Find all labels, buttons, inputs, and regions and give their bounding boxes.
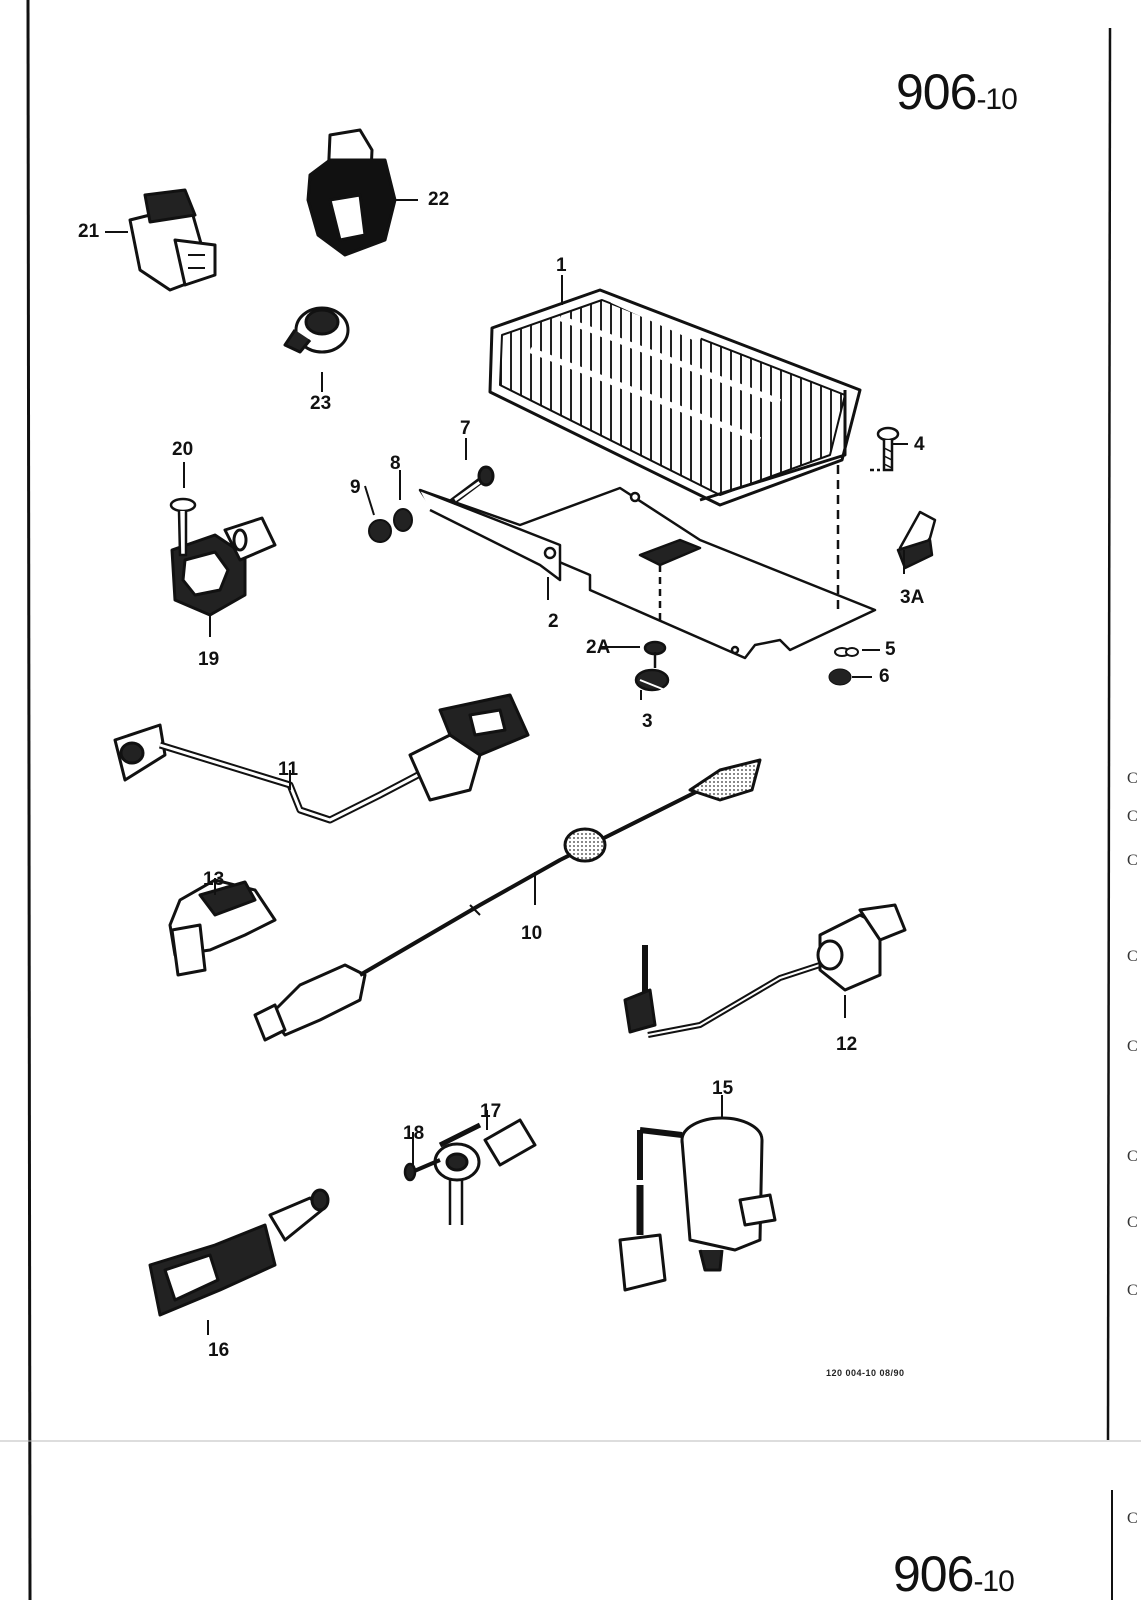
callout-19: 19 bbox=[198, 649, 220, 670]
margin-mark: C bbox=[1127, 852, 1138, 869]
callout-11: 11 bbox=[278, 759, 299, 780]
bolt-part-7 bbox=[449, 465, 495, 505]
callout-16: 16 bbox=[208, 1340, 230, 1361]
screw-part-20 bbox=[169, 497, 197, 557]
margin-mark: C bbox=[1127, 808, 1138, 825]
callout-13: 13 bbox=[203, 869, 225, 890]
callout-5: 5 bbox=[885, 639, 896, 660]
callout-3: 3 bbox=[642, 711, 653, 732]
callout-23: 23 bbox=[310, 393, 332, 414]
throttle-sensor-part-19 bbox=[170, 516, 277, 617]
margin-mark: C bbox=[1127, 1214, 1138, 1231]
callout-20: 20 bbox=[172, 439, 194, 460]
callout-4: 4 bbox=[914, 434, 925, 455]
callout-10: 10 bbox=[521, 923, 543, 944]
margin-mark: C bbox=[1127, 1282, 1138, 1299]
grommet-part-3 bbox=[634, 640, 670, 692]
valve-part-15 bbox=[618, 1116, 777, 1292]
callout-leader-lines bbox=[105, 199, 908, 1335]
page-number-suffix: -10 bbox=[976, 83, 1017, 116]
callout-21: 21 bbox=[78, 221, 100, 242]
callout-3a: 3A bbox=[900, 587, 925, 608]
connector-part-13 bbox=[168, 878, 277, 977]
callout-6: 6 bbox=[879, 666, 890, 687]
callout-15: 15 bbox=[712, 1078, 734, 1099]
washer-part-5 bbox=[834, 647, 859, 657]
nut-part-9 bbox=[368, 519, 392, 543]
switch-part-16 bbox=[148, 1188, 330, 1317]
page-number: 906-10 bbox=[896, 63, 1018, 121]
callout-2: 2 bbox=[548, 611, 559, 632]
sensor-part-22 bbox=[306, 128, 397, 257]
margin-mark: C bbox=[1127, 948, 1138, 965]
screw-part-18 bbox=[403, 1158, 441, 1182]
page-number-bottom: 906-10 bbox=[893, 1545, 1015, 1603]
nut-part-6 bbox=[828, 668, 852, 686]
callout-1: 1 bbox=[556, 255, 567, 276]
page-number-main: 906 bbox=[896, 64, 977, 120]
pressure-switch-part-23 bbox=[283, 306, 350, 354]
clip-part-3a bbox=[896, 510, 937, 570]
margin-mark: C bbox=[1127, 770, 1138, 787]
connector-part-21 bbox=[128, 188, 217, 292]
callout-17: 17 bbox=[480, 1101, 502, 1122]
callout-22: 22 bbox=[428, 189, 450, 210]
page-number-bottom-main: 906 bbox=[893, 1546, 974, 1602]
callout-2a: 2A bbox=[586, 637, 611, 658]
mounting-bracket-part-2 bbox=[418, 486, 877, 660]
oxygen-sensor-part-10 bbox=[253, 758, 762, 1042]
callout-9: 9 bbox=[350, 477, 361, 498]
sensor-cable-part-11 bbox=[113, 693, 530, 824]
callout-8: 8 bbox=[390, 453, 401, 474]
callout-18: 18 bbox=[403, 1123, 425, 1144]
callout-12: 12 bbox=[836, 1034, 858, 1055]
screw-part-4 bbox=[870, 426, 900, 472]
drawing-reference-code: 120 004-10 08/90 bbox=[826, 1368, 905, 1378]
page-number-bottom-suffix: -10 bbox=[973, 1565, 1014, 1598]
margin-mark: C bbox=[1127, 1148, 1138, 1165]
margin-mark: C bbox=[1127, 1038, 1138, 1055]
control-unit-part-1 bbox=[488, 288, 862, 507]
speed-sensor-part-17 bbox=[433, 1118, 537, 1225]
callout-7: 7 bbox=[460, 418, 471, 439]
temperature-sensor-part-12 bbox=[623, 903, 907, 1038]
margin-mark: C bbox=[1127, 1510, 1138, 1527]
washer-part-8 bbox=[393, 508, 413, 532]
